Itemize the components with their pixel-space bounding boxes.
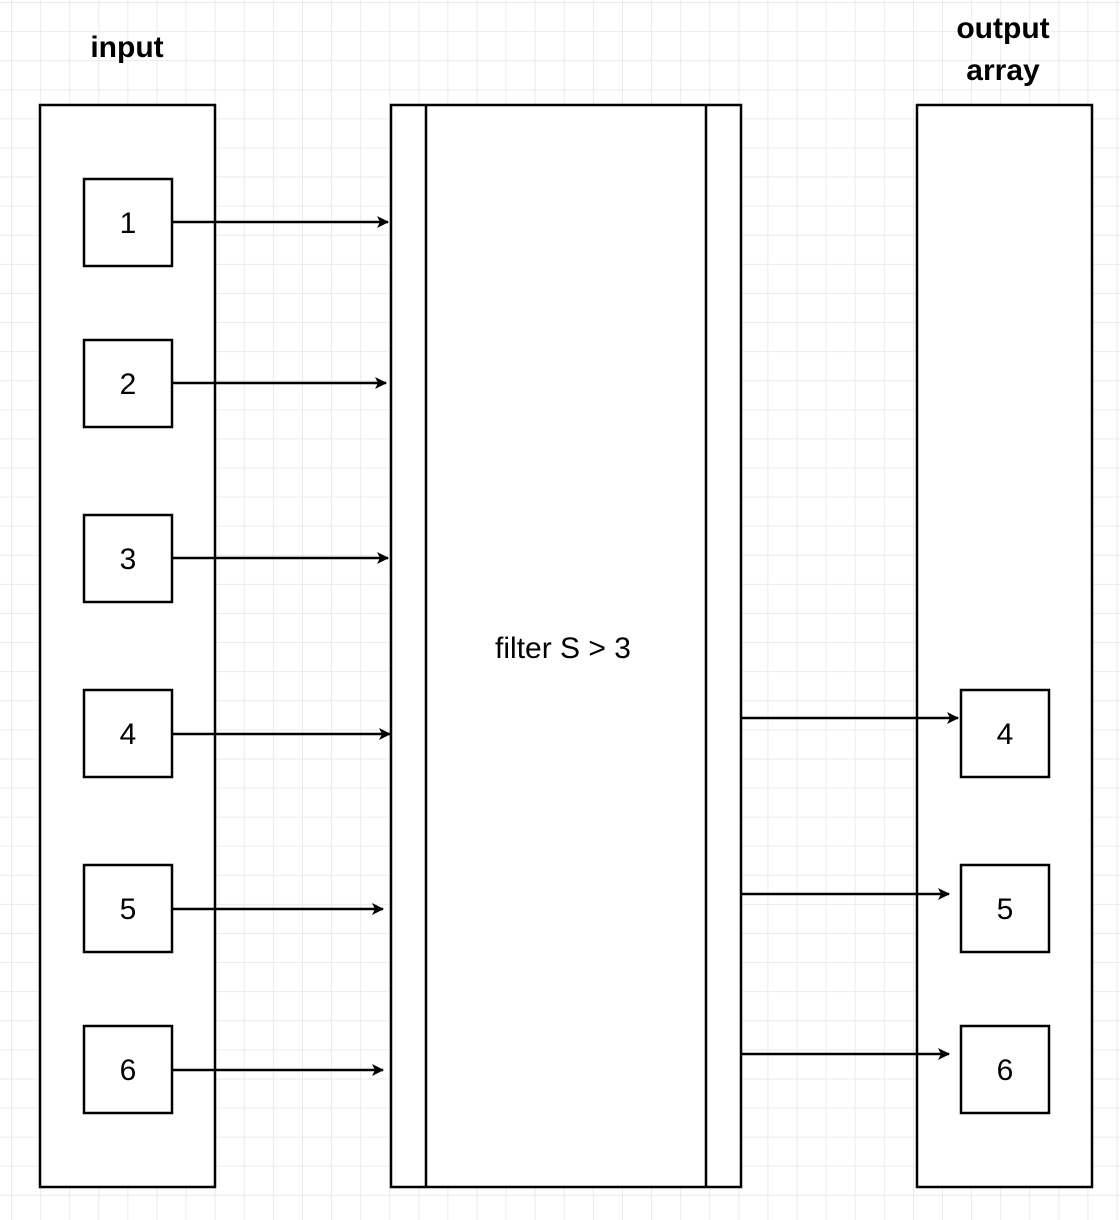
- input-item-label: 2: [120, 368, 137, 401]
- input-item-label: 3: [120, 543, 137, 576]
- input-item: 6: [82, 1024, 174, 1115]
- output-item: 6: [959, 1024, 1051, 1115]
- output-container: [915, 103, 1094, 1189]
- input-item-label: 6: [120, 1054, 137, 1087]
- output-item: 5: [959, 863, 1051, 954]
- input-item-label: 4: [120, 718, 137, 751]
- output-item-label: 6: [997, 1054, 1014, 1087]
- input-items: 1 2 3 4 5: [82, 177, 391, 1115]
- filter-process-block: [389, 103, 743, 1189]
- output-item-box: [959, 1024, 1051, 1115]
- input-item: 4: [82, 688, 174, 779]
- input-item: 1: [82, 177, 174, 268]
- output-item-label: 5: [997, 893, 1014, 926]
- input-item-box: [82, 338, 174, 429]
- output-title-line2: array: [966, 54, 1040, 87]
- input-item-label: 5: [120, 893, 137, 926]
- output-item: 4: [959, 688, 1051, 779]
- output-item-box: [959, 688, 1051, 779]
- input-item: 3: [82, 513, 174, 604]
- input-title: input: [90, 31, 163, 64]
- filter-label: filter S > 3: [495, 632, 631, 665]
- output-items: 4 5 6: [741, 688, 1051, 1115]
- input-item-box: [82, 513, 174, 604]
- input-item-label: 1: [120, 207, 137, 240]
- output-item-box: [959, 863, 1051, 954]
- input-container: [38, 103, 217, 1189]
- output-title-line1: output: [956, 12, 1049, 45]
- output-item-label: 4: [997, 718, 1014, 751]
- input-item: 5: [82, 863, 174, 954]
- input-item: 2: [82, 338, 174, 429]
- input-item-box: [82, 688, 174, 779]
